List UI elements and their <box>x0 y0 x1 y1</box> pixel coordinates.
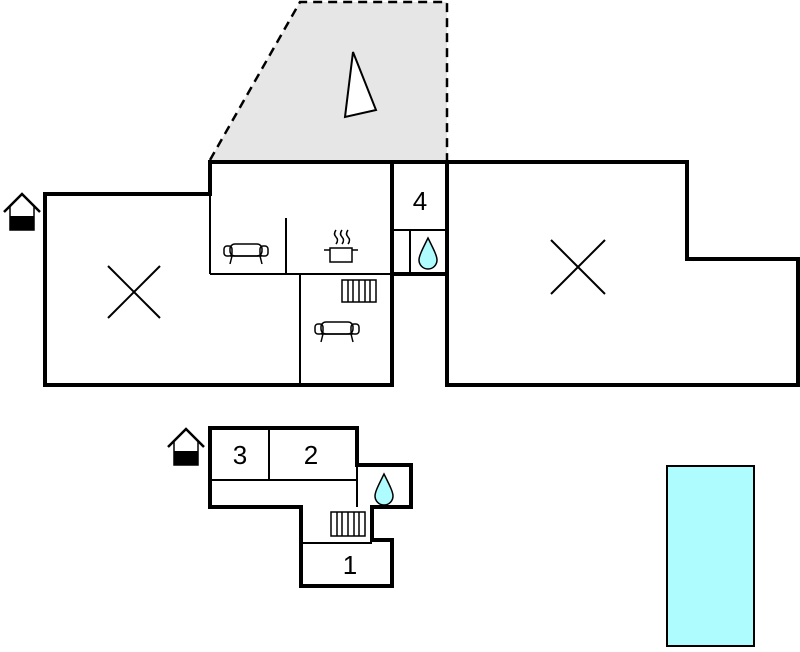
terrace-area <box>210 2 447 160</box>
entrance-icon <box>167 427 205 466</box>
water-drop-icon <box>374 472 394 506</box>
terrace-triangle-icon <box>343 51 378 119</box>
room-label-2: 2 <box>304 440 318 470</box>
room-label-4: 4 <box>413 186 427 216</box>
main-house: 4 <box>43 160 800 387</box>
entrance-icon <box>3 192 41 231</box>
open-space-cross-icon <box>107 265 161 319</box>
sofa-icon <box>314 321 360 343</box>
terrace <box>208 0 449 161</box>
room-label-1: 1 <box>343 550 357 580</box>
annex: 3 2 1 <box>208 426 413 588</box>
radiator-icon <box>330 511 366 537</box>
terrace-dashed-border <box>208 0 449 161</box>
stove-icon <box>324 229 358 263</box>
sofa-icon <box>223 243 269 265</box>
swimming-pool <box>666 465 755 647</box>
right-wing-outline <box>445 160 800 387</box>
open-space-cross-icon <box>550 239 606 295</box>
water-drop-icon <box>418 236 438 270</box>
room-label-3: 3 <box>233 440 247 470</box>
radiator-icon <box>341 279 377 303</box>
